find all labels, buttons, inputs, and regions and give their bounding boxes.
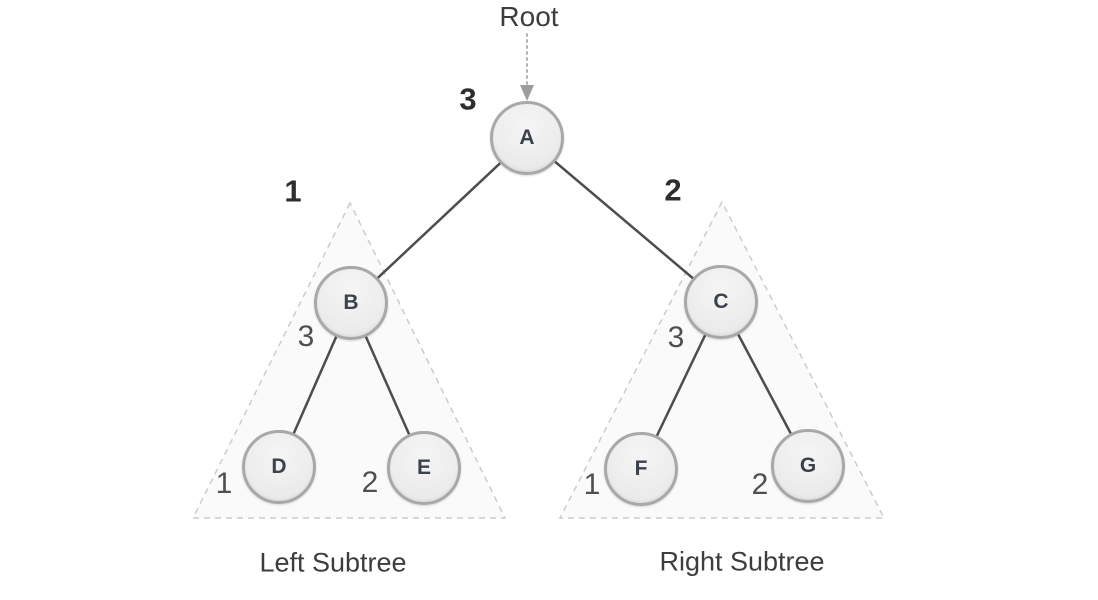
order-label-right-subtree: 2	[664, 172, 682, 208]
tree-node-d: D	[242, 430, 316, 504]
root-pointer-label: Root	[499, 1, 559, 32]
order-label-root: 3	[459, 81, 477, 117]
node-b-letter: B	[343, 291, 359, 314]
node-e-letter: E	[416, 456, 431, 479]
node-c-letter: C	[713, 290, 729, 313]
right-subtree-caption: Right Subtree	[659, 546, 825, 577]
order-label-node-f: 1	[583, 468, 601, 501]
node-f-letter: F	[634, 457, 648, 480]
order-label-left-subtree: 1	[284, 173, 302, 209]
order-label-node-c: 3	[667, 321, 685, 354]
root-arrow-head-icon	[520, 85, 534, 101]
tree-node-e: E	[387, 431, 461, 505]
order-label-node-g: 2	[751, 468, 769, 501]
tree-node-g: G	[771, 429, 845, 503]
order-label-node-d: 1	[215, 467, 233, 500]
edge-a-b	[350, 137, 528, 304]
order-label-node-b: 3	[297, 320, 315, 353]
edge-a-c	[526, 137, 722, 303]
order-label-node-e: 2	[361, 466, 379, 499]
tree-node-a: A	[490, 101, 564, 175]
node-g-letter: G	[799, 454, 817, 477]
tree-node-f: F	[604, 432, 678, 506]
left-subtree-caption: Left Subtree	[259, 547, 407, 578]
tree-node-c: C	[684, 265, 758, 339]
tree-node-b: B	[314, 266, 388, 340]
node-d-letter: D	[271, 455, 287, 478]
node-a-letter: A	[519, 126, 535, 149]
